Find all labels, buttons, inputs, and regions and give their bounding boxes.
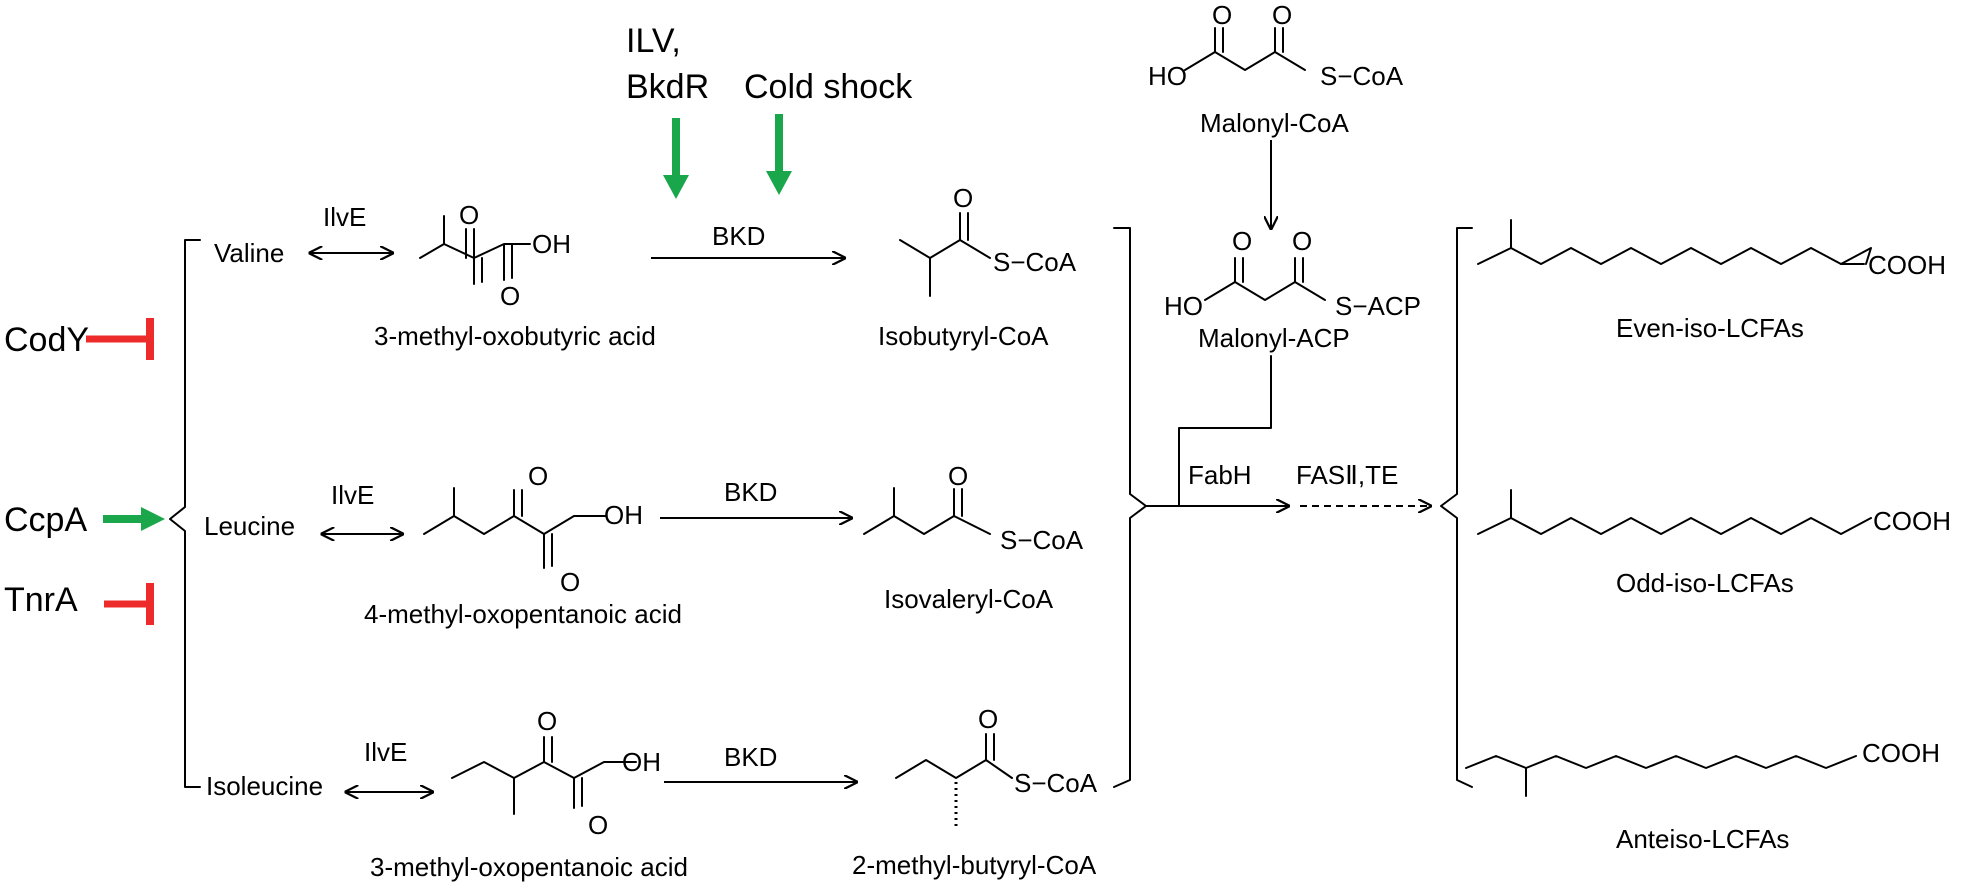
inhibition-arrow-tnra	[104, 583, 154, 625]
svg-text:O: O	[948, 461, 968, 491]
svg-text:O: O	[500, 281, 520, 311]
keto-acid-2-name: 4-methyl-oxopentanoic acid	[364, 599, 682, 629]
amino-acid-bracket	[169, 239, 201, 788]
svg-text:S−ACP: S−ACP	[1335, 291, 1421, 321]
enzyme-bkd-1: BKD	[712, 221, 765, 251]
svg-text:OH: OH	[604, 500, 643, 530]
structure-2-methyl-butyryl-coa: O S−CoA	[895, 704, 1098, 826]
structure-even-iso-lcfa: COOH	[1477, 219, 1946, 280]
svg-text:HO: HO	[1164, 291, 1203, 321]
regulator-cody: CodY	[4, 321, 89, 359]
product-anteiso: Anteiso-LCFAs	[1616, 824, 1789, 854]
acyl-coa-1-name: Isobutyryl-CoA	[878, 321, 1049, 351]
malonyl-acp-connector	[1178, 355, 1272, 507]
structure-3-methyl-oxopentanoic-acid: O O OH	[451, 706, 661, 840]
enzyme-ilve-isoleucine: IlvE	[364, 737, 407, 767]
product-odd-iso: Odd-iso-LCFAs	[1616, 568, 1794, 598]
structure-odd-iso-lcfa: COOH	[1477, 489, 1951, 536]
acyl-coa-2-name: Isovaleryl-CoA	[884, 584, 1054, 614]
amino-acid-isoleucine: Isoleucine	[206, 771, 323, 801]
keto-acid-3-name: 3-methyl-oxopentanoic acid	[370, 852, 688, 882]
activation-arrow-cold-shock	[766, 114, 792, 195]
keto-acid-1-name: 3-methyl-oxobutyric acid	[374, 321, 656, 351]
svg-text:OH: OH	[532, 229, 571, 259]
structure-3-methyl-oxobutyric-acid: O O OH	[419, 200, 571, 311]
structure-malonyl-acp: O O HO S−ACP	[1164, 226, 1421, 321]
regulator-bkdr: BkdR	[626, 68, 709, 106]
product-even-iso: Even-iso-LCFAs	[1616, 313, 1804, 343]
svg-text:HO: HO	[1148, 61, 1187, 91]
svg-text:O: O	[978, 704, 998, 734]
svg-text:COOH: COOH	[1868, 250, 1946, 280]
svg-text:O: O	[1232, 226, 1252, 256]
enzyme-fas-te: FASⅡ,TE	[1296, 460, 1398, 490]
svg-text:S−CoA: S−CoA	[1320, 61, 1404, 91]
inhibition-arrow-cody	[86, 318, 154, 360]
svg-text:S−CoA: S−CoA	[1014, 768, 1098, 798]
structure-malonyl-coa: O O HO S−CoA	[1148, 0, 1404, 91]
malonyl-acp-name: Malonyl-ACP	[1198, 323, 1350, 353]
svg-text:O: O	[1212, 0, 1232, 30]
svg-text:S−CoA: S−CoA	[993, 247, 1077, 277]
amino-acid-leucine: Leucine	[204, 511, 295, 541]
enzyme-ilve-leucine: IlvE	[331, 480, 374, 510]
svg-text:O: O	[560, 567, 580, 597]
svg-text:O: O	[953, 183, 973, 213]
structure-isobutyryl-coa: O S−CoA	[899, 183, 1077, 297]
activation-arrow-bkdr	[663, 118, 689, 199]
acyl-coa-bracket	[1113, 227, 1147, 788]
enzyme-bkd-2: BKD	[724, 477, 777, 507]
enzyme-ilve-valine: IlvE	[323, 202, 366, 232]
structure-4-methyl-oxopentanoic-acid: O O OH	[423, 461, 643, 597]
svg-text:S−CoA: S−CoA	[1000, 525, 1084, 555]
acyl-coa-3-name: 2-methyl-butyryl-CoA	[852, 850, 1097, 880]
product-bracket	[1440, 227, 1473, 788]
svg-text:O: O	[537, 706, 557, 736]
svg-text:O: O	[528, 461, 548, 491]
regulator-ccpa: CcpA	[4, 501, 87, 539]
svg-text:O: O	[1292, 226, 1312, 256]
enzyme-bkd-3: BKD	[724, 742, 777, 772]
activation-arrow-ccpa	[103, 507, 165, 531]
amino-acid-valine: Valine	[214, 238, 284, 268]
structure-isovaleryl-coa: O S−CoA	[863, 461, 1084, 555]
svg-text:O: O	[459, 200, 479, 230]
regulator-cold-shock: Cold shock	[744, 68, 913, 106]
malonyl-coa-name: Malonyl-CoA	[1200, 108, 1349, 138]
svg-text:COOH: COOH	[1862, 738, 1940, 768]
svg-text:COOH: COOH	[1873, 506, 1951, 536]
svg-text:O: O	[588, 810, 608, 840]
enzyme-fabh: FabH	[1188, 460, 1252, 490]
svg-text:OH: OH	[622, 747, 661, 777]
regulator-tnra: TnrA	[4, 581, 78, 619]
regulator-ilv: ILV,	[626, 22, 681, 60]
svg-text:O: O	[1272, 0, 1292, 30]
structure-anteiso-lcfa: COOH	[1465, 738, 1940, 797]
